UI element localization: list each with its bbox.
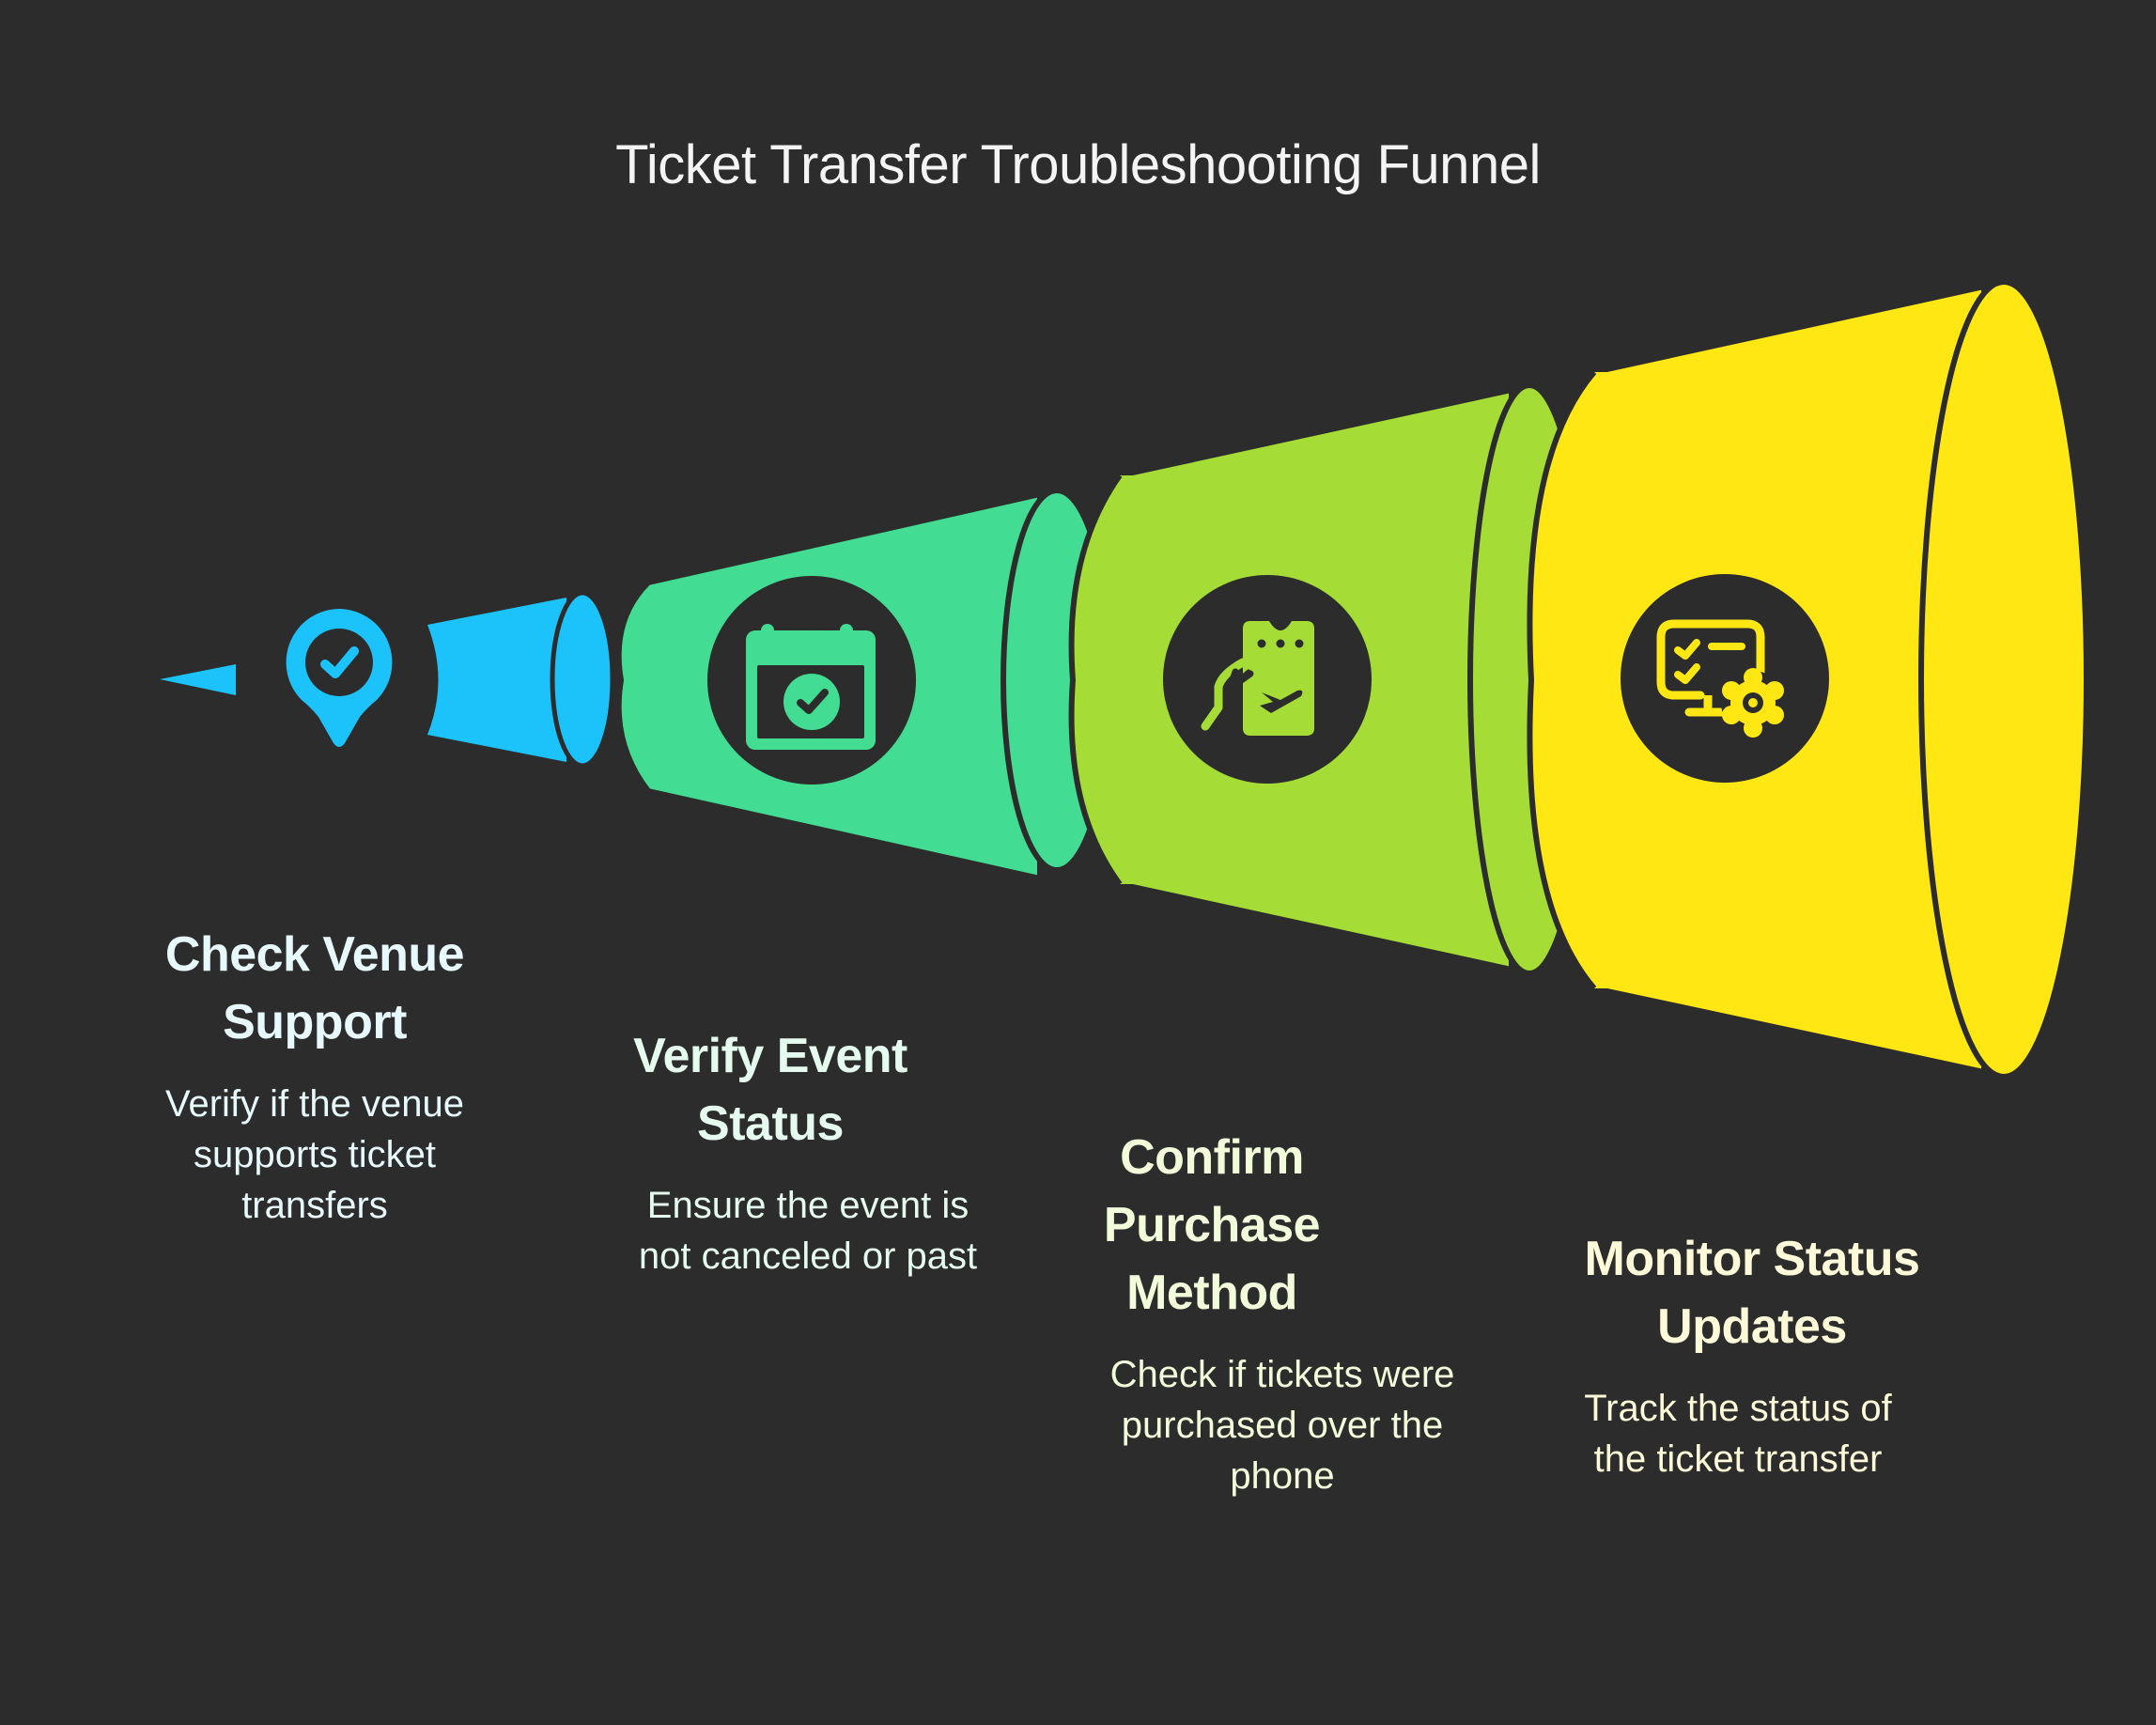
- stage-2-label: Verify Event Status Ensure the event is …: [601, 1022, 1024, 1282]
- segment-4-back-stroke: [1527, 370, 1597, 990]
- stage-1-heading-line: Check Venue: [164, 927, 465, 982]
- diagram-title: Ticket Transfer Troubleshooting Funnel: [615, 134, 1541, 195]
- segment-3-back-edge: [1071, 475, 1141, 884]
- stage-3-heading: Confirm Purchase Method: [1062, 1124, 1362, 1327]
- stage-3-description-line: phone: [1230, 1455, 1335, 1497]
- stage-3-heading-line: Confirm: [1120, 1130, 1304, 1185]
- stage-2-heading-line: Verify Event: [633, 1029, 907, 1083]
- stage-3-heading-line: Purchase: [1103, 1198, 1321, 1252]
- segment-1-end: [550, 590, 615, 769]
- stage-4-label: Monitor Status Updates Track the status …: [1541, 1225, 1963, 1484]
- stage-1-label: Check Venue Support Verify if the venue …: [132, 921, 498, 1231]
- stage-4-heading-line: Monitor Status: [1584, 1232, 1920, 1286]
- stage-1-description-line: Verify if the venue: [165, 1083, 464, 1125]
- funnel-tip: [160, 664, 236, 695]
- segment-3-back-stroke: [1068, 474, 1123, 886]
- stage-4-description: Track the status of the ticket transfer: [1541, 1383, 1935, 1484]
- stage-2-description-line: not canceled or past: [638, 1235, 978, 1277]
- stage-4-description-line: Track the status of: [1584, 1388, 1892, 1429]
- stage-1-description: Verify if the venue supports ticket tran…: [132, 1079, 498, 1231]
- stage-2-description: Ensure the event is not canceled or past: [601, 1180, 1015, 1282]
- stage-3-label: Confirm Purchase Method Check if tickets…: [1062, 1124, 1503, 1501]
- calendar-check-icon: [707, 576, 916, 785]
- funnel-segment-1: [160, 590, 615, 769]
- stage-1-heading: Check Venue Support: [132, 921, 498, 1056]
- segment-4-back-edge: [1529, 372, 1616, 988]
- location-pin-check-icon: [286, 609, 393, 747]
- stage-3-description-line: purchased over the: [1121, 1405, 1444, 1446]
- stage-4-description-line: the ticket transfer: [1593, 1438, 1883, 1480]
- stage-4-heading: Monitor Status Updates: [1541, 1225, 1963, 1360]
- stage-1-description-line: supports ticket: [194, 1134, 436, 1175]
- stage-1-description-line: transfers: [241, 1185, 388, 1226]
- segment-4-end: [1918, 279, 2089, 1080]
- stage-3-description: Check if tickets were purchased over the…: [1062, 1349, 1503, 1501]
- stage-3-heading-line: Method: [1126, 1266, 1297, 1320]
- hand-ticket-plane-icon: [1163, 575, 1372, 784]
- stage-4-heading-line: Updates: [1657, 1299, 1847, 1354]
- monitor-checklist-gear-icon: [1621, 574, 1829, 783]
- stage-3-description-line: Check if tickets were: [1109, 1354, 1455, 1395]
- stage-1-heading-line: Support: [223, 995, 407, 1049]
- segment-1-body: [427, 598, 566, 762]
- stage-2-heading-line: Status: [697, 1096, 844, 1151]
- stage-2-description-line: Ensure the event is: [646, 1185, 969, 1226]
- stage-2-heading: Verify Event Status: [601, 1022, 939, 1158]
